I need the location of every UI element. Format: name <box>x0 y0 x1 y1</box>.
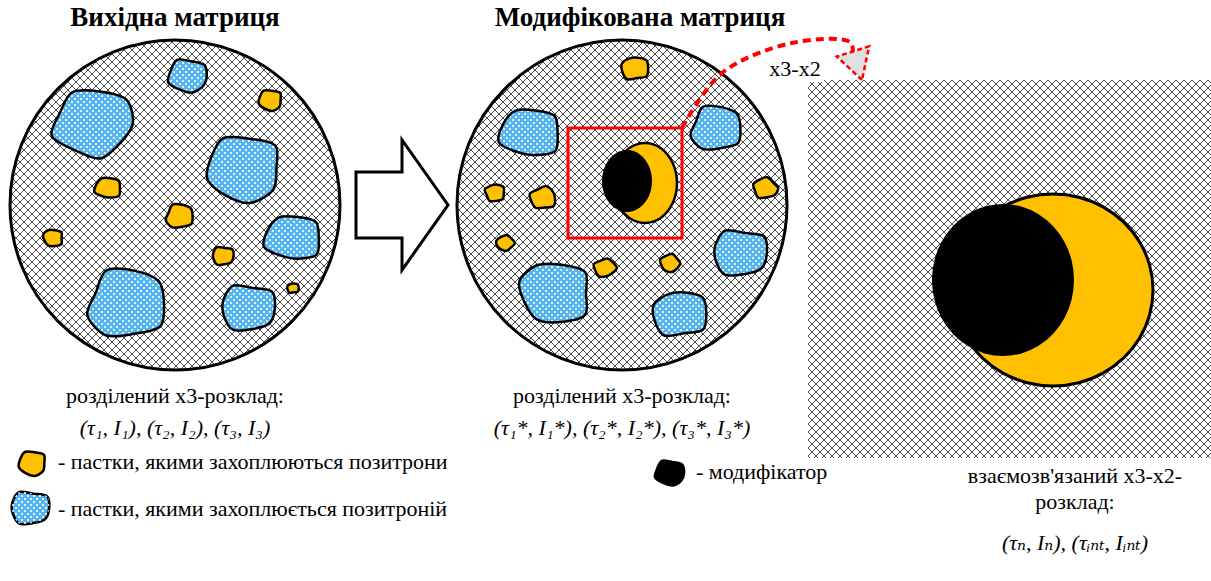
positron-trap <box>94 178 120 198</box>
matrix-zoom-area <box>808 80 1211 458</box>
zoom-frame <box>568 128 682 238</box>
hollow-arrow <box>356 140 448 270</box>
positron-trap <box>213 247 234 265</box>
matrix-circle: Вихідна матрицярозділений x3-розклад:(τ₁… <box>8 38 342 372</box>
positronium-trap <box>168 59 207 92</box>
matrix-illustration <box>808 80 1211 458</box>
text-holder: (τₙ, Iₙ), (τᵢₙₜ, Iᵢₙₜ) <box>945 530 1205 556</box>
text-holder: розділений x3-розклад: <box>8 383 342 409</box>
positron-trap <box>496 235 515 251</box>
matrix-outline <box>10 40 340 370</box>
text-holder: (τ₁*, I₁*), (τ₂*, I₂*), (τ₃*, I₃*) <box>455 415 789 441</box>
legend-swatch <box>655 460 684 485</box>
positronium-trap <box>263 216 319 259</box>
decomposition-caption: розділений x3-розклад: <box>513 383 731 409</box>
text-holder: (τ₁, I₁), (τ₂, I₂), (τ₃, I₃) <box>8 415 342 441</box>
positron-trap <box>43 230 62 246</box>
modifier <box>603 151 651 211</box>
text-holder: розділений x3-розклад: <box>455 383 789 409</box>
matrix-illustration <box>8 38 342 372</box>
positronium-trap <box>714 230 767 276</box>
positron-trap <box>753 177 778 198</box>
legend-swatch-frame <box>6 486 54 530</box>
matrix-title: Вихідна матриця <box>70 2 279 33</box>
legend-swatch <box>12 492 50 525</box>
edge-label-holder: x3-x2 <box>735 56 855 82</box>
decomposition-formula: (τₙ, Iₙ), (τᵢₙₜ, Iᵢₙₜ) <box>1002 530 1148 556</box>
decomposition-formula: (τ₁*, I₁*), (τ₂*, I₂*), (τ₃*, I₃*) <box>494 415 750 441</box>
legend-swatch-frame <box>650 456 690 490</box>
connector-group <box>356 140 448 270</box>
legend-text-holder: - модифікатор <box>696 459 827 485</box>
matrix-title: Модифікована матриця <box>495 2 786 33</box>
positronium-trap <box>498 110 557 156</box>
positron-trap <box>660 254 680 272</box>
decomposition-caption: розділений x3-розклад: <box>66 383 284 409</box>
legend-text: - пастки, якими захоплюються позитрони <box>58 449 448 475</box>
positronium-trap <box>87 269 164 337</box>
edge-label: x3-x2 <box>766 56 823 82</box>
positron-trap <box>485 185 504 202</box>
text-holder: Вихідна матриця <box>8 2 342 33</box>
arrow-head <box>837 46 869 80</box>
modified-matrix-circle: Модифікована матрицярозділений x3-розкла… <box>455 38 789 372</box>
text-holder: взаємозв'язаний x3-x2-розклад: <box>952 463 1198 516</box>
decomposition-formula: (τ₁, I₁), (τ₂, I₂), (τ₃, I₃) <box>80 415 270 441</box>
zoom-panel: взаємозв'язаний x3-x2-розклад:(τₙ, Iₙ), … <box>808 80 1211 458</box>
legend-text-holder: - пастки, якими захоплюється позитроній <box>58 496 447 522</box>
positron-trap <box>166 204 193 228</box>
text-holder: Модифікована матриця <box>473 2 807 33</box>
positronium-trap <box>51 90 133 158</box>
matrix-outline <box>457 40 787 370</box>
legend-swatch <box>19 452 45 476</box>
legend-text: - пастки, якими захоплюється позитроній <box>58 496 447 522</box>
positron-trap <box>594 258 617 276</box>
positron-trap <box>530 186 555 208</box>
decomposition-caption: взаємозв'язаний x3-x2-розклад: <box>952 463 1198 516</box>
legend-swatch-texture <box>12 492 50 525</box>
positronium-trap <box>653 292 707 336</box>
positronium-trap <box>222 285 275 331</box>
positronium-trap <box>207 137 278 203</box>
legend-swatch-frame <box>12 446 52 480</box>
positronium-trap <box>690 106 740 150</box>
modifier <box>933 205 1073 355</box>
positron-trap <box>259 90 281 111</box>
matrix-illustration <box>455 38 789 372</box>
positronium-trap <box>519 264 587 323</box>
legend-text: - модифікатор <box>696 459 827 485</box>
legend-text-holder: - пастки, якими захоплюються позитрони <box>58 449 448 475</box>
positron-trap <box>287 284 298 293</box>
positron-trap <box>621 58 648 80</box>
